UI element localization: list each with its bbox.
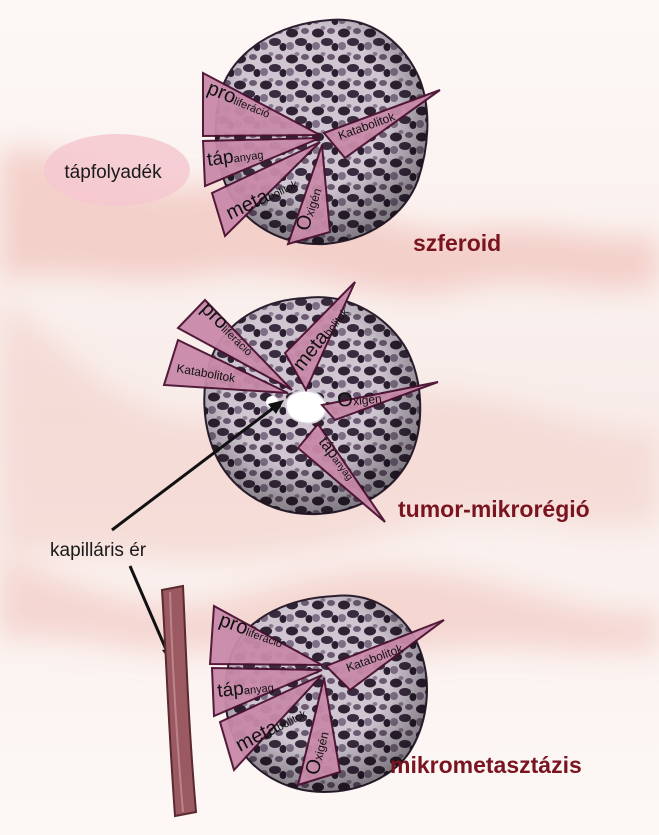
- tumor-wedge-oxygen-big: O: [336, 388, 354, 412]
- tumor-microregion-caption: tumor-mikrorégió: [398, 496, 590, 522]
- micrometastasis-wedge-nutrient-big: táp: [216, 678, 244, 702]
- medium-label: tápfolyadék: [64, 162, 162, 183]
- spheroid-wedge-nutrient-big: táp: [206, 146, 235, 170]
- spheroid-caption: szferoid: [413, 230, 501, 256]
- tumor-wedge-oxygen-small: xigén: [352, 391, 382, 408]
- capillary-label: kapilláris ér: [50, 540, 147, 561]
- tumor-necrotic-core: [286, 391, 326, 423]
- micrometastasis-caption: mikrometasztázis: [390, 752, 582, 778]
